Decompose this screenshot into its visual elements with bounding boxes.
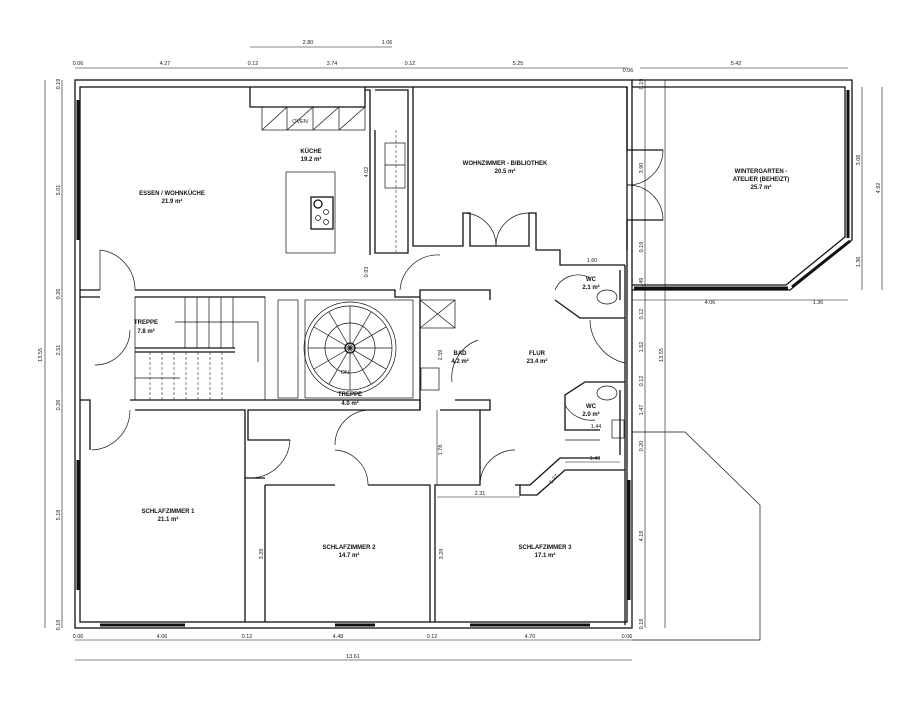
stair-steps xyxy=(149,297,234,400)
dim-inner-8: 1.49 xyxy=(590,456,601,462)
room-essen-name: ESSEN / WOHNKÜCHE xyxy=(139,190,205,197)
dim-right-10: 0.19 xyxy=(639,619,645,630)
dim-wg-4: 1.36 xyxy=(813,300,824,306)
dim-wg-1: 1.36 xyxy=(856,257,862,268)
dim-right-8: 0.20 xyxy=(639,441,645,452)
dim-left-1: 5.01 xyxy=(56,185,62,196)
dim-inner-3: 2.59 xyxy=(438,350,444,361)
dim-bottom-2: 0.12 xyxy=(242,634,253,640)
dim-top-6: 0.06 xyxy=(623,68,634,74)
dim-bottom-1: 4.06 xyxy=(157,634,168,640)
room-treppe1-area: 7.8 m² xyxy=(137,328,154,335)
room-schlaf1-name: SCHLAFZIMMER 1 xyxy=(142,509,196,515)
room-wintergarten-name-2: ATELIER (BEHEIZT) xyxy=(733,177,790,183)
dim-left-3: 2.51 xyxy=(56,345,62,356)
room-schlaf3-name: SCHLAFZIMMER 3 xyxy=(519,545,573,551)
room-wintergarten-name-1: WINTERGARTEN - xyxy=(735,169,788,175)
dim-left-0: 0.19 xyxy=(56,79,62,90)
dim-inner-6: 3.29 xyxy=(439,549,445,560)
doors xyxy=(91,149,664,486)
dimension-lines xyxy=(44,46,883,661)
room-labels: ESSEN / WOHNKÜCHE 21.9 m² KÜCHE 19.2 m² … xyxy=(134,148,789,559)
room-kueche-area: 19.2 m² xyxy=(301,156,322,163)
dim-inner-10: 1.44 xyxy=(591,424,602,430)
room-flur-name: FLUR xyxy=(529,351,546,357)
dim-inner-9: 1.27 xyxy=(548,473,559,485)
room-treppe2-name: TREPPE xyxy=(338,392,362,398)
dim-top-5: 5.25 xyxy=(513,61,524,67)
room-kueche-name: KÜCHE xyxy=(300,148,321,155)
dim-top-1: 4.27 xyxy=(160,61,171,67)
dim-left-5: 5.18 xyxy=(56,510,62,521)
dim-inner-5: 3.29 xyxy=(259,549,265,560)
dim-right-2: 0.19 xyxy=(639,242,645,253)
room-schlaf1-area: 21.1 m² xyxy=(158,516,179,523)
dim-bottom-3: 4.48 xyxy=(333,634,344,640)
dim-wg-3: 4.06 xyxy=(705,300,716,306)
dim-bottom-total: 13.61 xyxy=(346,654,360,660)
dim-bottom-5: 4.70 xyxy=(525,634,536,640)
dim-upper-0: 2.80 xyxy=(303,40,314,46)
room-bad-area: 4.2 m² xyxy=(451,358,468,365)
room-wohnzimmer-area: 20.5 m² xyxy=(495,168,516,175)
dim-right-0: 0.19 xyxy=(639,79,645,90)
dim-right-7: 1.47 xyxy=(639,405,645,416)
dn-label: DN xyxy=(341,370,349,376)
room-schlaf3-area: 17.1 m² xyxy=(535,552,556,559)
dim-left-4: 0.26 xyxy=(56,400,62,411)
dimension-labels: 0.06 4.27 0.12 3.74 0.12 5.25 0.06 5.42 … xyxy=(38,40,882,660)
dim-right-5: 1.52 xyxy=(639,342,645,353)
dim-left-2: 0.26 xyxy=(56,289,62,300)
room-wc2-area: 2.0 m² xyxy=(582,411,599,418)
dim-inner-7: 2.31 xyxy=(475,491,486,497)
dim-upper-1: 1.06 xyxy=(382,40,393,46)
dim-bottom-0: 0.06 xyxy=(73,634,84,640)
room-treppe2-area: 4.0 m² xyxy=(341,400,358,407)
dim-left-6: 0.19 xyxy=(56,620,62,631)
dim-right-9: 4.19 xyxy=(639,531,645,542)
dim-left-total: 13.55 xyxy=(38,348,44,362)
dim-wg-0: 3.06 xyxy=(856,155,862,166)
dim-bottom-4: 0.12 xyxy=(427,634,438,640)
room-wohnzimmer-name: WOHNZIMMER - BIBLIOTHEK xyxy=(463,161,548,167)
room-flur-area: 23.4 m² xyxy=(527,358,548,365)
dim-top-3: 3.74 xyxy=(327,61,338,67)
dim-bottom-6: 0.06 xyxy=(622,634,633,640)
room-treppe1-name: TREPPE xyxy=(134,320,158,326)
room-wc2-name: WC xyxy=(586,404,597,410)
oven-label: OVEN xyxy=(292,119,308,125)
dim-top-4: 0.12 xyxy=(405,61,416,67)
room-schlaf2-name: SCHLAFZIMMER 2 xyxy=(323,545,377,551)
dim-inner-4: 1.78 xyxy=(438,445,444,456)
dim-right-1: 3.90 xyxy=(639,163,645,174)
dim-top-0: 0.06 xyxy=(73,61,84,67)
dim-inner-1: 0.93 xyxy=(364,267,370,278)
room-wc1-name: WC xyxy=(586,277,597,283)
dim-right-3: 1.49 xyxy=(639,278,645,289)
dim-inner-2: 1.60 xyxy=(587,258,598,264)
spiral-treads xyxy=(308,306,392,390)
dim-wg-2: 4.92 xyxy=(876,183,882,194)
room-wc1-area: 2.1 m² xyxy=(582,284,599,291)
dim-top-2: 0.12 xyxy=(248,61,259,67)
dim-right-4: 0.12 xyxy=(639,309,645,320)
dim-right-6: 0.12 xyxy=(639,376,645,387)
room-essen-area: 21.9 m² xyxy=(162,198,183,205)
room-schlaf2-area: 14.7 m² xyxy=(339,552,360,559)
room-wintergarten-area: 25.7 m² xyxy=(751,184,772,191)
dim-top-7: 5.42 xyxy=(731,61,742,67)
dim-inner-0: 4.02 xyxy=(364,167,370,178)
room-bad-name: BAD xyxy=(454,351,468,357)
dim-right-total: 13.55 xyxy=(659,348,665,362)
